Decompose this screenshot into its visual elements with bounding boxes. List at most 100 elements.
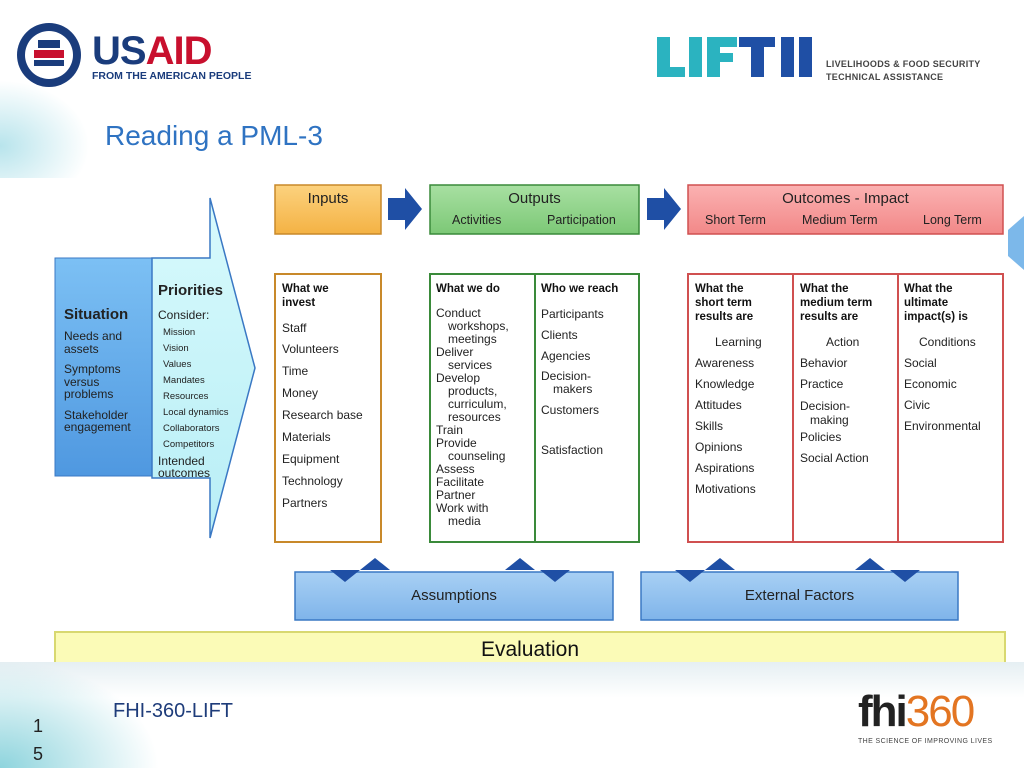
- outputs-do-head: What we do: [436, 283, 500, 295]
- outcomes-short-list: Learning Awareness Knowledge Attitudes S…: [695, 332, 762, 500]
- outcomes-medium-head-line: What the: [800, 283, 849, 295]
- outcomes-medium-list: Action Behavior Practice Decision- makin…: [800, 332, 869, 469]
- outputs-do-item: Assess: [436, 462, 475, 476]
- logic-model-diagram: Situation Needs and assets Symptoms vers…: [0, 178, 1024, 662]
- outputs-header-box: [429, 184, 640, 235]
- outputs-do-item: media: [448, 514, 481, 528]
- outcomes-long-head-line: What the: [904, 283, 953, 295]
- outcomes-short-item: Attitudes: [695, 398, 742, 412]
- outcomes-long-head-line: ultimate: [904, 297, 949, 309]
- slide-number-line2: 5: [33, 744, 44, 764]
- outputs-do-item: Partner: [436, 488, 476, 502]
- priorities-item: Mission: [163, 327, 196, 338]
- outcomes-medium-item: Decision-: [800, 399, 851, 413]
- inputs-header: Inputs: [307, 190, 349, 207]
- evaluation-bar: [54, 631, 1006, 662]
- situation-item: versus: [64, 374, 100, 389]
- outcomes-long-item: Conditions: [919, 335, 976, 349]
- outputs-do-item: Conduct: [436, 306, 481, 320]
- outputs-reach-item: Satisfaction: [541, 443, 604, 457]
- inputs-column-box: [274, 273, 382, 543]
- outcomes-medium-item: Behavior: [800, 356, 848, 370]
- outputs-do-item: meetings: [448, 332, 497, 346]
- outcomes-short-item: Awareness: [695, 356, 755, 370]
- arrow-outputs-to-outcomes: [647, 188, 681, 230]
- situation-title: Situation: [64, 306, 129, 323]
- priorities-item: Vision: [163, 343, 189, 354]
- outcomes-sub-medium: Medium Term: [802, 213, 878, 227]
- priorities-item: Resources: [163, 391, 209, 402]
- outputs-do-list: Conduct workshops, meetings Deliver serv…: [436, 307, 509, 528]
- outputs-reach-item: Clients: [541, 328, 578, 342]
- assumptions-arrows: [330, 558, 920, 582]
- usaid-word-us: US: [92, 29, 147, 73]
- situation-item: Needs and: [64, 329, 123, 343]
- outcomes-long-head-line: impact(s) is: [904, 311, 968, 323]
- outputs-reach-column-box: [534, 273, 640, 543]
- priorities-intended-line: Intended: [158, 454, 205, 468]
- outcomes-sub-long: Long Term: [923, 213, 982, 227]
- priorities-item: Collaborators: [163, 423, 220, 434]
- inputs-item: Equipment: [282, 452, 340, 466]
- usaid-seal-icon: [17, 23, 81, 87]
- outcomes-medium-head-line: medium term: [800, 297, 873, 309]
- outputs-do-item: services: [448, 358, 493, 372]
- inputs-item: Volunteers: [282, 342, 339, 356]
- lift-desc-line2: TECHNICAL ASSISTANCE: [826, 72, 944, 82]
- outputs-do-item: Work with: [436, 501, 489, 515]
- outcomes-long-item: Civic: [904, 398, 930, 412]
- lift-ii-logo: [657, 37, 812, 77]
- outcomes-header-box: [687, 184, 1004, 235]
- background-glow-top: [0, 80, 90, 190]
- outcomes-short-head-line: results are: [695, 311, 754, 323]
- outcomes-long-column-box: [897, 273, 1004, 543]
- outcomes-short-item: Skills: [695, 419, 724, 433]
- inputs-head-line: invest: [282, 297, 316, 309]
- inputs-column-head: What we invest: [282, 282, 329, 310]
- inputs-item: Staff: [282, 321, 307, 335]
- outputs-do-item: products,: [448, 384, 498, 398]
- page-title: Reading a PML-3: [105, 120, 323, 151]
- outputs-do-item: Deliver: [436, 345, 474, 359]
- assumptions-label: Assumptions: [411, 587, 497, 604]
- outputs-do-item: Provide: [436, 436, 477, 450]
- outcomes-medium-item: Action: [826, 335, 860, 349]
- outcomes-long-item: Social: [904, 356, 937, 370]
- outputs-sub-activities: Activities: [452, 213, 502, 227]
- fhi-number: 360: [905, 687, 975, 736]
- outputs-reach-head: Who we reach: [541, 283, 619, 295]
- assumptions-box: [294, 571, 614, 621]
- inputs-item: Time: [282, 364, 309, 378]
- outcomes-short-head: What the short term results are: [695, 282, 753, 324]
- outcomes-sub-short: Short Term: [705, 213, 766, 227]
- priorities-items: Mission Vision Values Mandates Resources…: [163, 325, 228, 453]
- outputs-reach-list: Participants Clients Agencies Decision- …: [541, 306, 604, 458]
- outputs-reach-item: makers: [553, 382, 593, 396]
- background-footer-glow: [0, 660, 160, 768]
- slide-number-line1: 1: [33, 716, 44, 736]
- priorities-item: Mandates: [163, 375, 205, 386]
- situation-item: Symptoms: [64, 362, 121, 376]
- priorities-consider: Consider:: [158, 308, 210, 322]
- outputs-reach-item: Participants: [541, 307, 604, 321]
- outcomes-long-head: What the ultimate impact(s) is: [904, 282, 968, 324]
- situation-box: [54, 257, 156, 477]
- outcomes-short-item: Aspirations: [695, 461, 755, 475]
- external-factors-label: External Factors: [744, 587, 855, 604]
- outputs-header: Outputs: [508, 190, 561, 207]
- priorities-item: Values: [163, 359, 192, 370]
- inputs-item: Technology: [282, 474, 343, 488]
- situation-item: problems: [64, 387, 114, 401]
- outputs-do-item: Develop: [436, 371, 481, 385]
- priorities-arrow: [151, 197, 256, 539]
- outcomes-medium-item: Social Action: [800, 451, 869, 465]
- usaid-word-aid: AID: [145, 29, 213, 73]
- inputs-list: Staff Volunteers Time Money Research bas…: [282, 318, 363, 514]
- outcomes-short-head-line: What the: [695, 283, 744, 295]
- lift-description: LIVELIHOODS & FOOD SECURITY TECHNICAL AS…: [826, 58, 981, 84]
- evaluation-label: Evaluation: [480, 638, 580, 661]
- arrow-outcomes-continuation: [1008, 216, 1024, 270]
- usaid-tagline: FROM THE AMERICAN PEOPLE: [92, 70, 252, 82]
- situation-item: Stakeholder: [64, 407, 129, 422]
- situation-items: Needs and assets Symptoms versus problem…: [64, 330, 131, 434]
